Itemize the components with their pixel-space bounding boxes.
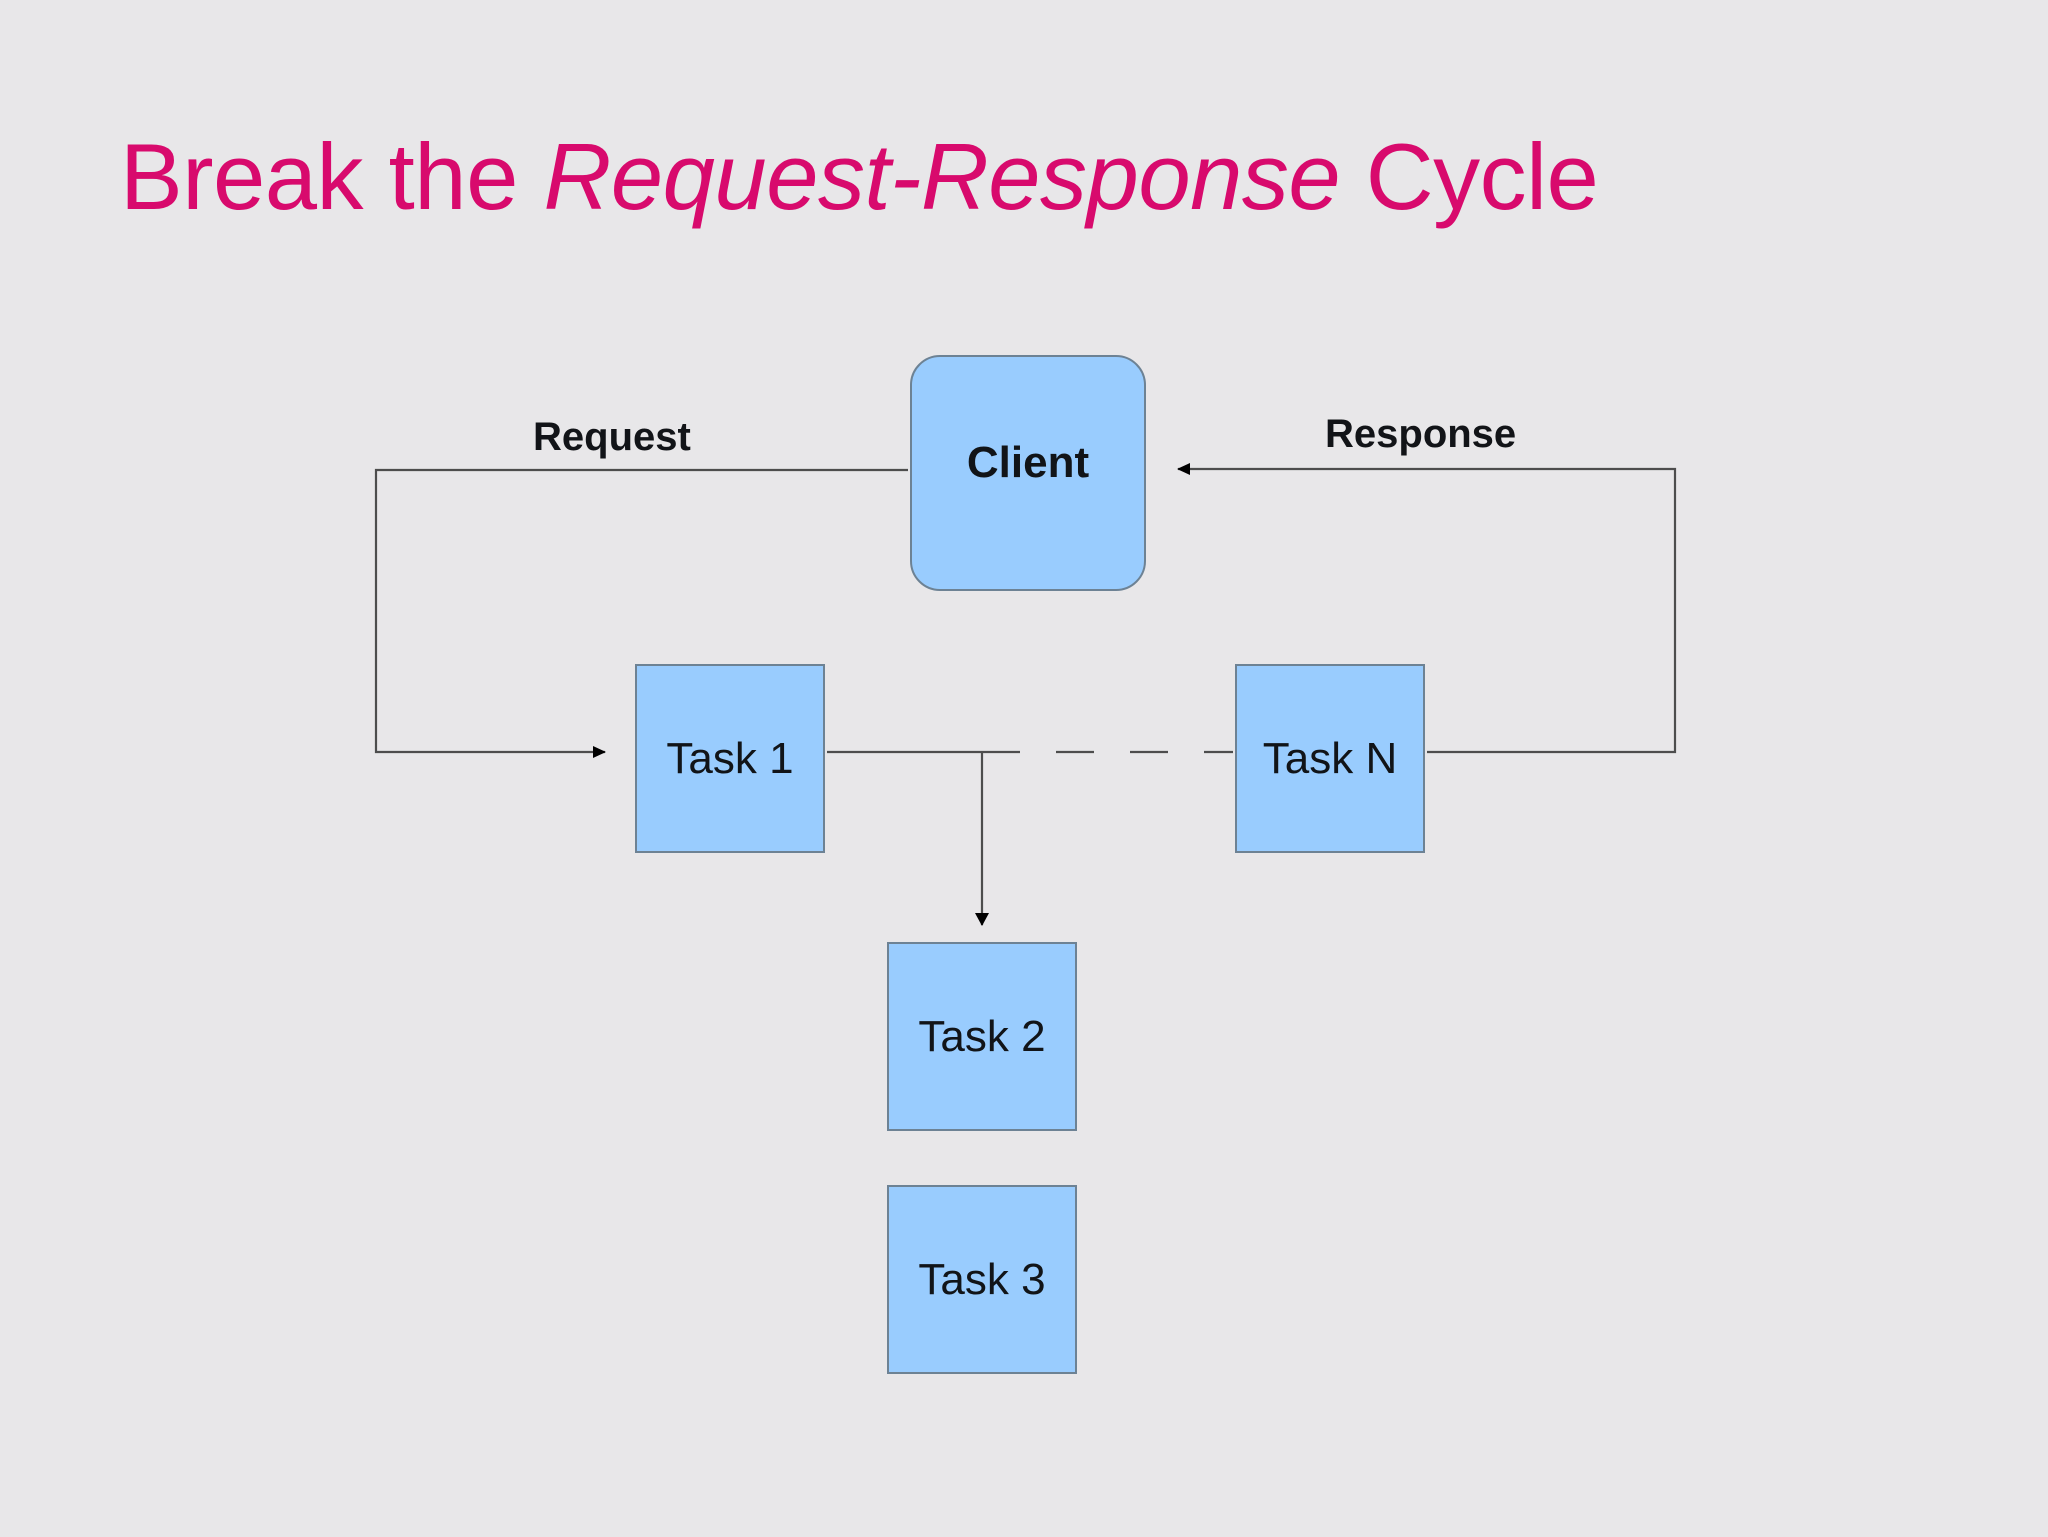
edge-label-request: Request [533,415,691,459]
node-task-n-label: Task N [1262,733,1398,783]
node-task-3-label: Task 3 [918,1254,1046,1304]
title-part-before: Break the [120,124,544,229]
node-task-n[interactable]: Task N [1235,664,1425,853]
node-task-2-label: Task 2 [918,1011,1046,1061]
node-task-1-label: Task 1 [666,733,794,783]
node-task-1[interactable]: Task 1 [635,664,825,853]
title-part-emphasis: Request-Response [543,124,1341,229]
title-part-after: Cycle [1340,124,1599,229]
page-title: Break the Request-Response Cycle [120,127,1599,227]
node-client[interactable]: Client [910,355,1146,591]
node-task-2[interactable]: Task 2 [887,942,1077,1131]
edge-label-response: Response [1325,412,1517,456]
node-client-label: Client [966,438,1090,487]
node-task-3[interactable]: Task 3 [887,1185,1077,1374]
